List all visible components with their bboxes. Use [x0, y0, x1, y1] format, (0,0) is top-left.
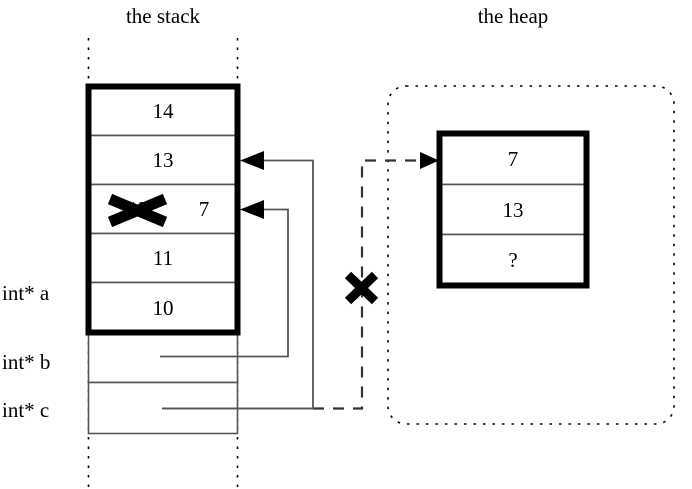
heap-title: the heap	[477, 4, 549, 28]
heap-block-cell-0	[438, 132, 588, 186]
heap-block-outline	[436, 130, 590, 289]
strikeout-x-icon	[107, 193, 168, 228]
pointer-a-line	[162, 159, 314, 410]
stack-cell-value-2-replacement: 7	[198, 197, 210, 221]
stack-cell-value-1: 13	[152, 148, 174, 172]
stack-cell-value-3: 11	[152, 246, 174, 270]
pointer-var-label-b: int* b	[2, 350, 51, 374]
heap-cell-value-0: 7	[507, 147, 519, 171]
pointer-b-line	[160, 208, 289, 358]
stack-title: the stack	[125, 4, 201, 28]
pointer-var-label-c: int* c	[2, 398, 50, 422]
stack-frame-cell-0	[87, 85, 239, 137]
stack-cell-value-2-struck: 12	[127, 197, 149, 221]
stack-cell-value-4: 10	[152, 296, 174, 320]
stack-frame-outline	[85, 83, 241, 336]
broken-link-x-icon	[344, 271, 379, 305]
heap-cell-value-2: ?	[508, 248, 518, 272]
heap-cell-value-1: 13	[502, 198, 524, 222]
stack-cell-value-0: 14	[152, 99, 174, 123]
pointer-c-dashed-link	[313, 159, 424, 410]
stack-slot-b	[87, 332, 239, 384]
pointer-var-label-a: int* a	[2, 281, 50, 305]
pointer-c-arrowhead	[420, 152, 439, 169]
heap-region-boundary	[387, 85, 675, 425]
pointer-a-arrowhead	[240, 151, 264, 170]
pointer-b-arrowhead	[240, 200, 264, 219]
